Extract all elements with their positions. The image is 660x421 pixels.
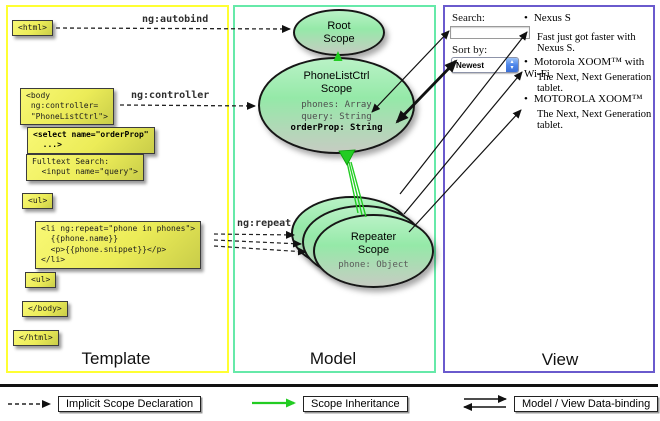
root-scope-title: Root Scope	[323, 19, 355, 45]
sort-dropdown[interactable]: Newest ▴▾	[451, 57, 519, 73]
repeater-scope-ellipse: Repeater Scope phone: Object	[313, 214, 434, 288]
legend-binding-box: Model / View Data-binding	[514, 396, 659, 412]
legend-implicit-box: Implicit Scope Declaration	[58, 396, 202, 412]
phonelistctrl-scope-title: PhoneListCtrl Scope	[303, 70, 370, 95]
template-column-label: Template	[81, 349, 151, 368]
sort-by-label: Sort by:	[452, 44, 488, 56]
bullet-icon: •	[524, 12, 528, 24]
dropdown-stepper-icon: ▴▾	[506, 58, 518, 72]
phone-list-item-desc: Fast just got faster with Nexus S.	[537, 32, 636, 54]
code-box-select: <select name="orderProp" ...>	[27, 127, 155, 154]
code-box-body-open: <body ng:controller= "PhoneListCtrl">	[20, 88, 114, 126]
ng-autobind-label: ng:autobind	[142, 14, 209, 25]
bullet-icon: •	[524, 56, 528, 68]
phone-list-item-name: • Nexus S	[524, 12, 571, 24]
bullet-icon: •	[524, 93, 528, 105]
root-scope-ellipse: Root Scope	[293, 9, 385, 56]
phonelistctrl-scope-props: phones: Array query: String	[301, 99, 372, 122]
sort-dropdown-value: Newest	[456, 60, 485, 70]
code-box-html-open: <html>	[12, 20, 53, 37]
template-panel	[6, 5, 229, 373]
ng-repeat-label: ng:repeat	[237, 218, 292, 229]
code-box-fulltext-search: Fulltext Search: <input name="query">	[26, 154, 144, 181]
code-box-ul-open: <ul>	[22, 193, 54, 210]
phonelistctrl-scope-orderprop: orderProp: String	[290, 123, 383, 134]
phone-list-item-desc: The Next, Next Generation tablet.	[537, 109, 652, 131]
ng-controller-label: ng:controller	[131, 90, 210, 101]
phone-list-item-desc: The Next, Next Generation tablet.	[537, 72, 652, 94]
legend-inheritance-box: Scope Inheritance	[303, 396, 408, 412]
phone-name: MOTOROLA XOOM™	[533, 93, 643, 105]
model-column-label: Model	[309, 349, 357, 368]
phonelistctrl-scope-ellipse: PhoneListCtrl Scope phones: Array query:…	[258, 57, 415, 154]
code-box-li-repeat: <li ng:repeat="phone in phones"> {{phone…	[35, 221, 202, 269]
repeater-scope-title: Repeater Scope	[350, 230, 397, 256]
code-box-ul-close: <ul>	[25, 272, 57, 289]
search-label: Search:	[452, 12, 485, 24]
code-box-body-close: </body>	[22, 301, 68, 318]
phone-name: Motorola XOOM™ with Wi-Fi	[524, 56, 645, 80]
phone-name: Nexus S	[533, 12, 571, 24]
code-box-html-close: </html>	[13, 330, 59, 347]
search-input[interactable]	[450, 26, 530, 39]
view-column-label: View	[541, 350, 579, 369]
repeater-scope-prop: phone: Object	[338, 259, 409, 270]
phone-list-item-name: • MOTOROLA XOOM™	[524, 93, 643, 105]
